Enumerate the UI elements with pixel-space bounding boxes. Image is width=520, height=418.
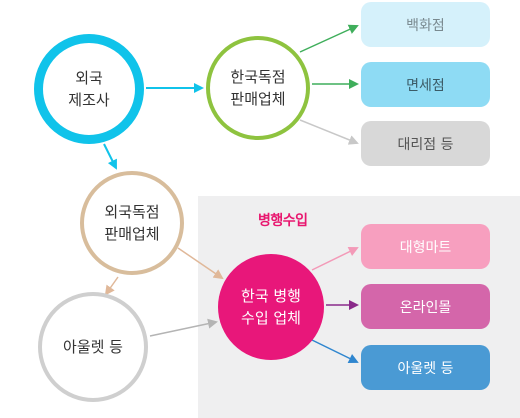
arrow-outlet-to-parallel [149,318,218,337]
agency-box: 대리점 등 [361,121,490,166]
korea-exclusive-distributor-label: 한국독점 판매업체 [230,68,286,108]
parallel-importer-label: 한국 병행 수입 업체 [241,287,301,327]
outlet-box: 아울렛 등 [361,345,490,390]
foreign-exclusive-distributor-node: 외국독점 판매업체 [80,171,184,275]
duty-free-box: 면세점 [361,62,490,107]
outlet-node: 아울렛 등 [38,292,148,402]
foreign-manufacturer-node: 외국 제조사 [34,34,144,144]
foreign-exclusive-distributor-label: 외국독점 판매업체 [104,203,160,243]
department-store-box: 백화점 [361,2,490,47]
parallel-import-title: 병행수입 [258,213,308,229]
arrow-foreign-exclusive-to-parallel [177,247,224,280]
arrow-parallel-to-mart [311,247,359,271]
online-mall-box: 온라인몰 [361,284,490,329]
arrow-korea-exclusive-to-agency [299,119,359,145]
arrow-parallel-to-outlet [311,339,359,363]
korea-exclusive-distributor-node: 한국독점 판매업체 [206,36,310,140]
foreign-manufacturer-label: 외국 제조사 [68,69,110,109]
arrow-maker-to-foreign-exclusive [103,143,117,170]
arrow-foreign-exclusive-to-outlet [104,276,119,296]
arrow-korea-exclusive-to-dept [299,24,359,53]
mart-box: 대형마트 [361,224,490,269]
outlet-label: 아울렛 등 [63,338,123,356]
parallel-importer-node: 한국 병행 수입 업체 [218,254,324,360]
